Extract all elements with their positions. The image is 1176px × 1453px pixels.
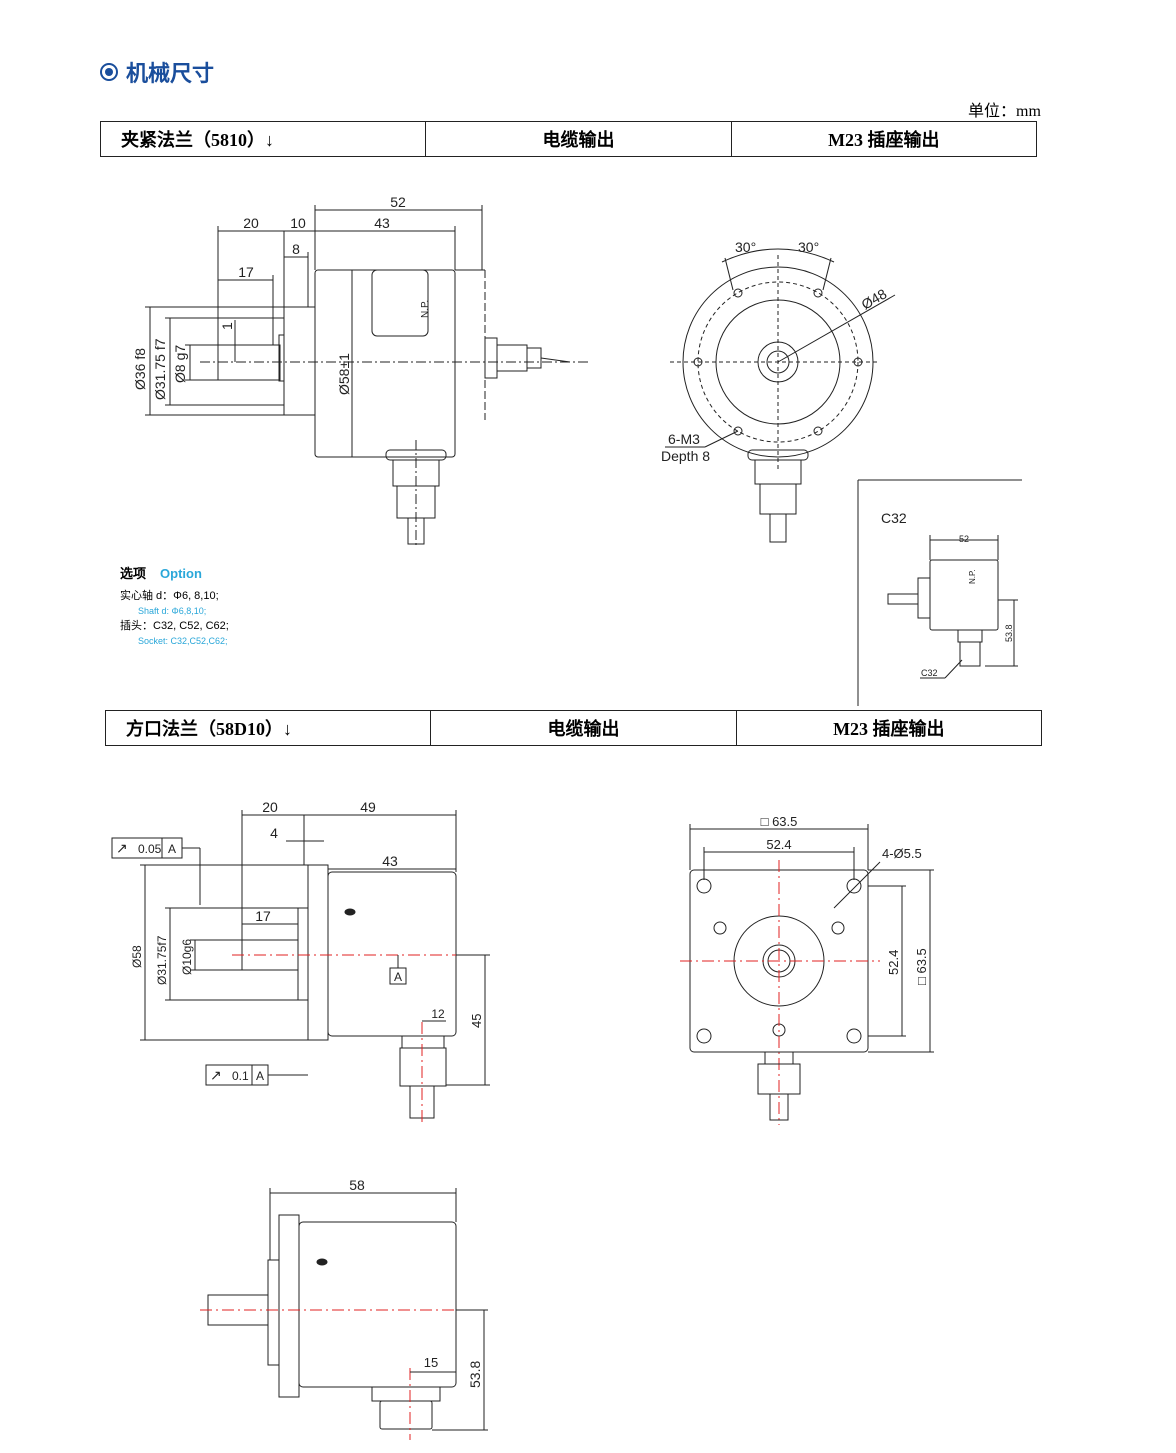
c32-dim-538: 53.8	[1004, 624, 1014, 642]
sq-dim-17: 17	[255, 908, 271, 924]
sq-dim-12: 12	[431, 1007, 445, 1021]
section2-header: 方口法兰（58D10）↓ 电缆输出 M23 插座输出	[105, 710, 1042, 746]
drawing-clamp-side-labels: 52 20 10 43 8 17 1 Ø36 f8 Ø31.75 f7 Ø8 g…	[132, 194, 431, 400]
sq-dim-43: 43	[382, 853, 398, 869]
c32-dim-52: 52	[959, 534, 969, 544]
bullet-icon	[100, 63, 118, 81]
front-dim-635: □ 63.5	[761, 814, 798, 829]
dim-58: Ø58±1	[336, 353, 352, 395]
sq-dim-20: 20	[262, 799, 278, 815]
front-dim-635-v: □ 63.5	[914, 948, 929, 985]
section2-col-flange: 方口法兰（58D10）↓	[126, 719, 292, 739]
front-holes: 4-Ø5.5	[882, 846, 922, 861]
angle-30-right: 30°	[798, 239, 819, 255]
dim-8: 8	[292, 241, 300, 257]
section1-col-m23: M23 插座输出	[730, 122, 1036, 156]
options-socket-cn: 插头：C32, C52, C62;	[120, 620, 229, 632]
page-title: 机械尺寸	[100, 56, 214, 88]
c32-np: N.P.	[968, 569, 977, 584]
dim-48: Ø48	[859, 285, 890, 312]
drawing-m23-side	[200, 1188, 488, 1440]
section2-col-cable: 电缆输出	[430, 711, 735, 745]
options-heading-en: Option	[160, 566, 202, 581]
sq-dim-3175: Ø31.75f7	[155, 935, 169, 985]
angle-30-left: 30°	[735, 239, 756, 255]
drawing-square-front	[680, 824, 934, 1125]
options-shaft-cn: 实心轴 d：Φ6, 8,10;	[120, 590, 219, 602]
options-shaft-en: Shaft d: Φ6,8,10;	[138, 606, 207, 616]
options-heading-cn: 选项	[120, 566, 147, 581]
c32-title: C32	[881, 510, 907, 526]
datum-a: A	[394, 970, 402, 984]
sq-dim-58: Ø58	[130, 945, 144, 968]
options-socket-en: Socket: C32,C52,C62;	[138, 636, 228, 646]
m23-dim-58: 58	[349, 1177, 365, 1193]
dim-43: 43	[374, 215, 390, 231]
dim-10: 10	[290, 215, 306, 231]
drawing-square-front-labels: □ 63.5 52.4 4-Ø5.5 52.4 □ 63.5	[761, 814, 929, 985]
front-dim-524-v: 52.4	[886, 950, 901, 975]
section2-col-m23: M23 插座输出	[735, 711, 1041, 745]
drawing-square-side-labels: 20 49 4 43 17 12 45 Ø58 Ø31.75f7 Ø10g6 A…	[116, 799, 484, 1083]
runout-arrow-icon-2: ↗	[210, 1067, 222, 1083]
section1-col-cable: 电缆输出	[425, 122, 730, 156]
tol-01-ref: A	[256, 1069, 264, 1083]
sq-dim-4: 4	[270, 825, 278, 841]
depth-8: Depth 8	[661, 448, 710, 464]
dim-20: 20	[243, 215, 259, 231]
dim-3175f7: Ø31.75 f7	[152, 338, 168, 400]
drawing-clamp-side	[145, 205, 590, 548]
dim-8g7: Ø8 g7	[172, 345, 188, 383]
front-dim-524: 52.4	[766, 837, 791, 852]
sq-dim-49: 49	[360, 799, 376, 815]
dim-36f8: Ø36 f8	[132, 348, 148, 390]
unit-label: 单位：mm	[968, 103, 1041, 120]
drawing-clamp-front	[665, 248, 896, 543]
drawing-c32-inset	[857, 479, 1022, 706]
section1-header: 夹紧法兰（5810）↓ 电缆输出 M23 插座输出	[100, 121, 1037, 157]
m23-dim-15: 15	[424, 1355, 438, 1370]
c32-tag: C32	[921, 668, 938, 678]
sq-dim-10g6: Ø10g6	[180, 939, 194, 975]
dim-17: 17	[238, 264, 254, 280]
runout-arrow-icon: ↗	[116, 840, 128, 856]
sq-dim-45: 45	[469, 1014, 484, 1028]
np-label: N.P.	[420, 300, 431, 318]
section1-col-flange: 夹紧法兰（5810）↓	[121, 130, 274, 150]
tol-005-ref: A	[168, 842, 176, 856]
drawing-square-side	[111, 810, 490, 1125]
options-block: 选项 Option 实心轴 d：Φ6, 8,10; Shaft d: Φ6,8,1…	[120, 566, 229, 648]
tol-01: 0.1	[232, 1069, 249, 1083]
dim-1: 1	[219, 322, 235, 330]
dim-52: 52	[390, 194, 406, 210]
drawing-c32-labels: C32 52 53.8 C32 N.P.	[881, 510, 1014, 678]
drawing-clamp-front-labels: 30° 30° Ø48 6-M3 Depth 8	[661, 239, 890, 464]
m23-dim-538: 53.8	[467, 1361, 483, 1388]
drawing-m23-labels: 58 15 53.8	[349, 1177, 483, 1388]
tol-005: 0.05	[138, 842, 162, 856]
holes-6m3: 6-M3	[668, 431, 700, 447]
